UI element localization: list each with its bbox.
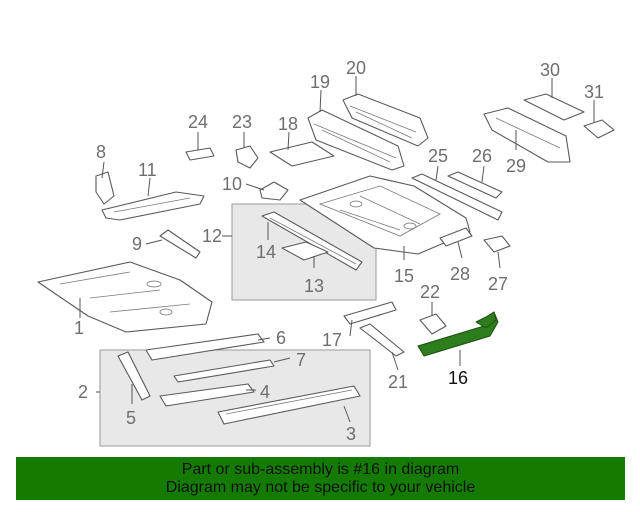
callout-8: 8 — [96, 142, 106, 162]
part-10 — [259, 181, 289, 201]
part-9 — [159, 229, 201, 259]
callout-24: 24 — [188, 112, 208, 132]
callout-30: 30 — [540, 60, 560, 80]
banner-line-2: Diagram may not be specific to your vehi… — [165, 479, 476, 496]
callout-26: 26 — [472, 146, 492, 166]
callout-17: 17 — [322, 330, 342, 350]
part-30 — [523, 93, 585, 121]
part-7 — [173, 359, 275, 383]
part-5 — [117, 351, 151, 401]
callout-12: 12 — [202, 226, 222, 246]
part-3 — [217, 385, 361, 425]
callout-21: 21 — [388, 372, 408, 392]
callout-9: 9 — [132, 234, 142, 254]
banner-line-1: Part or sub-assembly is #16 in diagram — [181, 461, 460, 478]
callout-29: 29 — [506, 156, 526, 176]
part-28 — [439, 227, 473, 247]
callout-2: 2 — [78, 382, 88, 402]
part-24 — [185, 147, 215, 161]
callout-labels: 8 11 24 23 18 19 20 10 9 12 14 13 15 25 … — [74, 58, 604, 444]
callout-1: 1 — [74, 318, 84, 338]
callout-18: 18 — [278, 114, 298, 134]
part-17 — [343, 301, 397, 325]
callout-14: 14 — [256, 242, 276, 262]
part-1 — [37, 261, 213, 333]
callout-11: 11 — [138, 160, 157, 180]
part-22 — [419, 313, 447, 335]
callout-6: 6 — [276, 328, 286, 348]
leader-lines — [79, 76, 595, 423]
part-25 — [411, 173, 503, 221]
part-23 — [235, 145, 259, 169]
callout-28: 28 — [450, 264, 470, 284]
callout-20: 20 — [346, 58, 366, 78]
callout-3: 3 — [346, 424, 356, 444]
callout-31: 31 — [584, 82, 604, 102]
part-11 — [101, 191, 205, 221]
part-26 — [447, 171, 503, 199]
part-4 — [159, 383, 255, 407]
part-15 — [299, 175, 471, 255]
part-16-highlighted — [417, 311, 499, 357]
parts-diagram: 8 11 24 23 18 19 20 10 9 12 14 13 15 25 … — [37, 58, 615, 447]
part-18 — [269, 141, 335, 167]
info-banner: Part or sub-assembly is #16 in diagram D… — [16, 457, 625, 500]
callout-10: 10 — [222, 174, 242, 194]
part-21 — [359, 323, 405, 357]
callout-22: 22 — [420, 282, 440, 302]
callout-25: 25 — [428, 146, 448, 166]
callout-4: 4 — [260, 382, 270, 402]
callout-27: 27 — [488, 274, 508, 294]
callout-16: 16 — [448, 368, 468, 388]
callout-13: 13 — [304, 276, 324, 296]
part-27 — [483, 235, 511, 253]
part-29 — [483, 107, 571, 163]
part-12-assembly — [261, 211, 363, 271]
callout-19: 19 — [310, 72, 330, 92]
part-19 — [307, 109, 405, 171]
callout-7: 7 — [296, 350, 306, 370]
callout-5: 5 — [126, 408, 136, 428]
part-8 — [95, 171, 115, 205]
part-6 — [145, 333, 265, 361]
callout-15: 15 — [394, 266, 414, 286]
part-31 — [583, 119, 615, 139]
part-20 — [342, 93, 429, 147]
callout-23: 23 — [232, 112, 252, 132]
